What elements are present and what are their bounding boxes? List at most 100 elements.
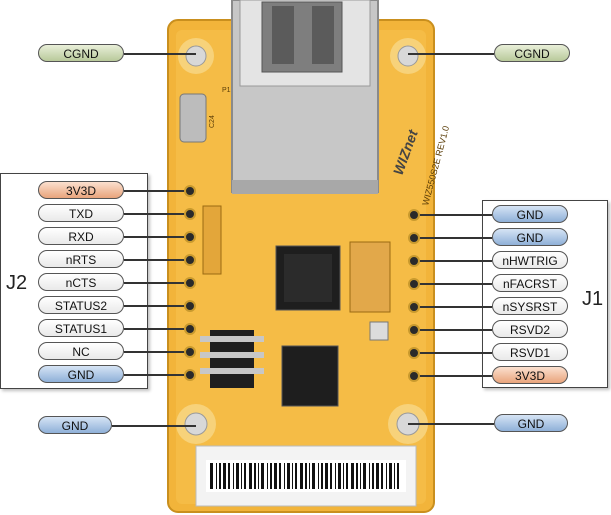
wire-j1-7 [414,352,492,354]
pin-j2-7 [184,323,196,335]
mount-label-bottom-left: GND [38,416,112,434]
j1-label: J1 [582,288,604,310]
pin-j2-2 [184,208,196,220]
silk-c24: C24 [209,115,216,128]
barcode-bar [216,463,217,489]
pin-label-j2-8: NC [38,342,124,360]
barcode-bar [300,463,303,489]
barcode-bar [330,463,332,489]
pin-label-j2-1: 3V3D [38,181,124,199]
pin-label-j2-3: RXD [38,227,124,245]
pin-label-j1-7: RSVD1 [492,343,568,361]
pin-label-j1-1: GND [492,205,568,223]
barcode-bar [312,463,315,489]
barcode-bar [363,463,366,489]
wire-j1-8 [414,375,492,377]
pin-j1-4 [408,278,420,290]
barcode-bar [249,463,252,489]
pin-label-j2-4: nRTS [38,250,124,268]
wire-j1-3 [414,260,492,262]
pin-j1-1 [408,209,420,221]
pin-label-j2-7: STATUS1 [38,319,124,337]
barcode-bar [325,463,328,489]
mount-hole-top-right [390,38,426,74]
barcode-bar [318,463,319,489]
wire-j1-6 [414,329,492,331]
barcode-bar [284,463,285,489]
barcode-bar [343,463,344,489]
barcode-bar [309,463,310,489]
pin-label-j2-2: TXD [38,204,124,222]
crystal [179,93,207,143]
barcode-bar [236,463,239,489]
wire-j2-9 [124,374,190,376]
resistor-array [349,241,391,313]
barcode-bar [258,463,259,489]
wire-mount-top-left [124,53,196,55]
pin-label-j2-9: GND [38,365,124,383]
pin-label-j1-2: GND [492,228,568,246]
wire-j1-5 [414,306,492,308]
wire-j2-8 [124,351,190,353]
main-chip [275,245,341,311]
pin-j1-7 [408,347,420,359]
j2-label: J2 [6,272,28,294]
wire-j2-5 [124,282,190,284]
pin-j2-6 [184,300,196,312]
barcode-bar [279,463,281,489]
barcode-bar [261,463,264,489]
barcode-bar [274,463,277,489]
barcode-bar [321,463,323,489]
barcode-bar [397,463,399,489]
wire-mount-bottom-left [112,425,196,427]
pin-j1-5 [408,301,420,313]
pin-label-j1-8: 3V3D [492,366,568,384]
barcode-bar [356,463,358,489]
barcode-bar [389,463,392,489]
pin-j1-8 [408,370,420,382]
mount-label-bottom-right: GND [494,414,568,432]
barcode-bar [295,463,297,489]
wire-j2-6 [124,305,190,307]
mount-label-top-left: CGND [38,44,124,62]
barcode-bar [372,463,374,489]
barcode-bar [254,463,256,489]
mount-hole-bottom-left [176,404,216,444]
pin-label-j2-6: STATUS2 [38,296,124,314]
pin-j2-1 [184,185,196,197]
pin-j2-8 [184,346,196,358]
mcu-chip [281,345,339,407]
pin-j2-9 [184,369,196,381]
barcode-bar [305,463,307,489]
wire-j1-2 [414,237,492,239]
barcode-bar [267,463,268,489]
barcode-bar [386,463,387,489]
barcode-bar [244,463,246,489]
barcode-bar [346,463,348,489]
wire-j2-1 [124,190,190,192]
barcode-bar [228,463,230,489]
jumper-header [202,205,222,275]
barcode-bar [335,463,336,489]
barcode-bar [210,463,213,489]
pin-j2-5 [184,277,196,289]
barcode-bar [233,463,234,489]
barcode-bar [241,463,242,489]
silk-p1: P1 [222,87,231,94]
barcode-bar [351,463,354,489]
barcode-bar [338,463,341,489]
wire-j1-1 [414,214,492,216]
barcode-bar [292,463,293,489]
pin-label-j1-3: nHWTRIG [492,251,568,269]
pin-label-j2-5: nCTS [38,273,124,291]
pin-label-j1-6: RSVD2 [492,320,568,338]
barcode-bar [394,463,395,489]
wire-j2-3 [124,236,190,238]
pin-label-j1-4: nFACRST [492,274,568,292]
rj45-jack [231,0,379,194]
pin-label-j1-5: nSYSRST [492,297,568,315]
wire-j2-4 [124,259,190,261]
pin-j1-6 [408,324,420,336]
barcode-bar [223,463,226,489]
